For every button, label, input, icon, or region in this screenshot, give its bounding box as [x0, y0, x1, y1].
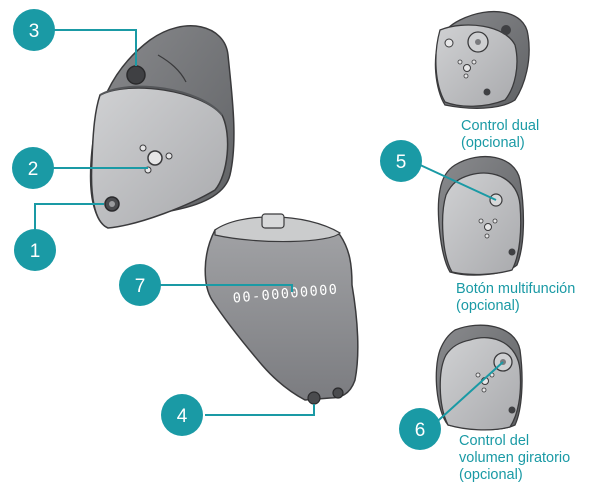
battery-door-icon	[484, 89, 491, 96]
leader-line-3	[48, 30, 136, 66]
microphone-icon	[485, 224, 492, 231]
program-button-icon	[127, 66, 145, 84]
caption-line: Control del	[459, 433, 570, 450]
svg-text:6: 6	[415, 420, 426, 441]
battery-door-icon	[509, 407, 516, 414]
leader-line-4	[205, 404, 314, 415]
rotary-volume-device	[436, 325, 522, 430]
rocker-dial-center-icon	[475, 39, 481, 45]
mic-port-icon	[464, 74, 468, 78]
main-device-faceplate-view	[91, 26, 234, 228]
mic-port-icon	[140, 145, 146, 151]
caption-line: (opcional)	[459, 467, 570, 484]
mic-port-icon	[485, 234, 489, 238]
multifunction-device-faceplate	[443, 173, 521, 274]
vent-port-icon	[308, 392, 320, 404]
caption-line: volumen giratorio	[459, 450, 570, 467]
program-button-icon	[501, 25, 511, 35]
callout-6: 6	[399, 408, 441, 450]
mic-port-icon	[493, 219, 497, 223]
callout-5: 5	[380, 140, 422, 182]
large-device-shell	[205, 219, 358, 400]
caption-rotary-volume: Control del volumen giratorio (opcional)	[459, 433, 570, 484]
large-device-side-view: 00-00000000	[205, 214, 358, 404]
svg-text:3: 3	[29, 21, 40, 42]
svg-text:5: 5	[396, 152, 407, 173]
svg-text:7: 7	[135, 276, 146, 297]
receiver-port-icon	[333, 388, 343, 398]
svg-text:2: 2	[28, 159, 39, 180]
caption-line: Control dual	[461, 118, 539, 135]
microphone-icon	[148, 151, 162, 165]
mic-port-icon	[479, 219, 483, 223]
battery-door-center-icon	[109, 201, 115, 207]
callout-4: 4	[161, 394, 203, 436]
mic-port-icon	[166, 153, 172, 159]
callout-7: 7	[119, 264, 161, 306]
callout-3: 3	[13, 9, 55, 51]
top-handle-icon	[262, 214, 284, 228]
small-port-icon	[445, 39, 453, 47]
callout-2: 2	[12, 147, 54, 189]
caption-line: (opcional)	[456, 298, 575, 315]
microphone-icon	[464, 65, 471, 72]
callout-1: 1	[14, 229, 56, 271]
mic-port-icon	[458, 60, 462, 64]
dual-control-device	[435, 12, 529, 109]
caption-multifunction-button: Botón multifunción (opcional)	[456, 281, 575, 315]
battery-door-icon	[509, 249, 516, 256]
svg-text:4: 4	[177, 406, 188, 427]
svg-text:1: 1	[30, 241, 41, 262]
caption-line: (opcional)	[461, 135, 539, 152]
mic-port-icon	[476, 373, 480, 377]
mic-port-icon	[472, 60, 476, 64]
caption-dual-control: Control dual (opcional)	[461, 118, 539, 152]
mic-port-icon	[482, 388, 486, 392]
multifunction-device	[438, 157, 523, 276]
caption-line: Botón multifunción	[456, 281, 575, 298]
